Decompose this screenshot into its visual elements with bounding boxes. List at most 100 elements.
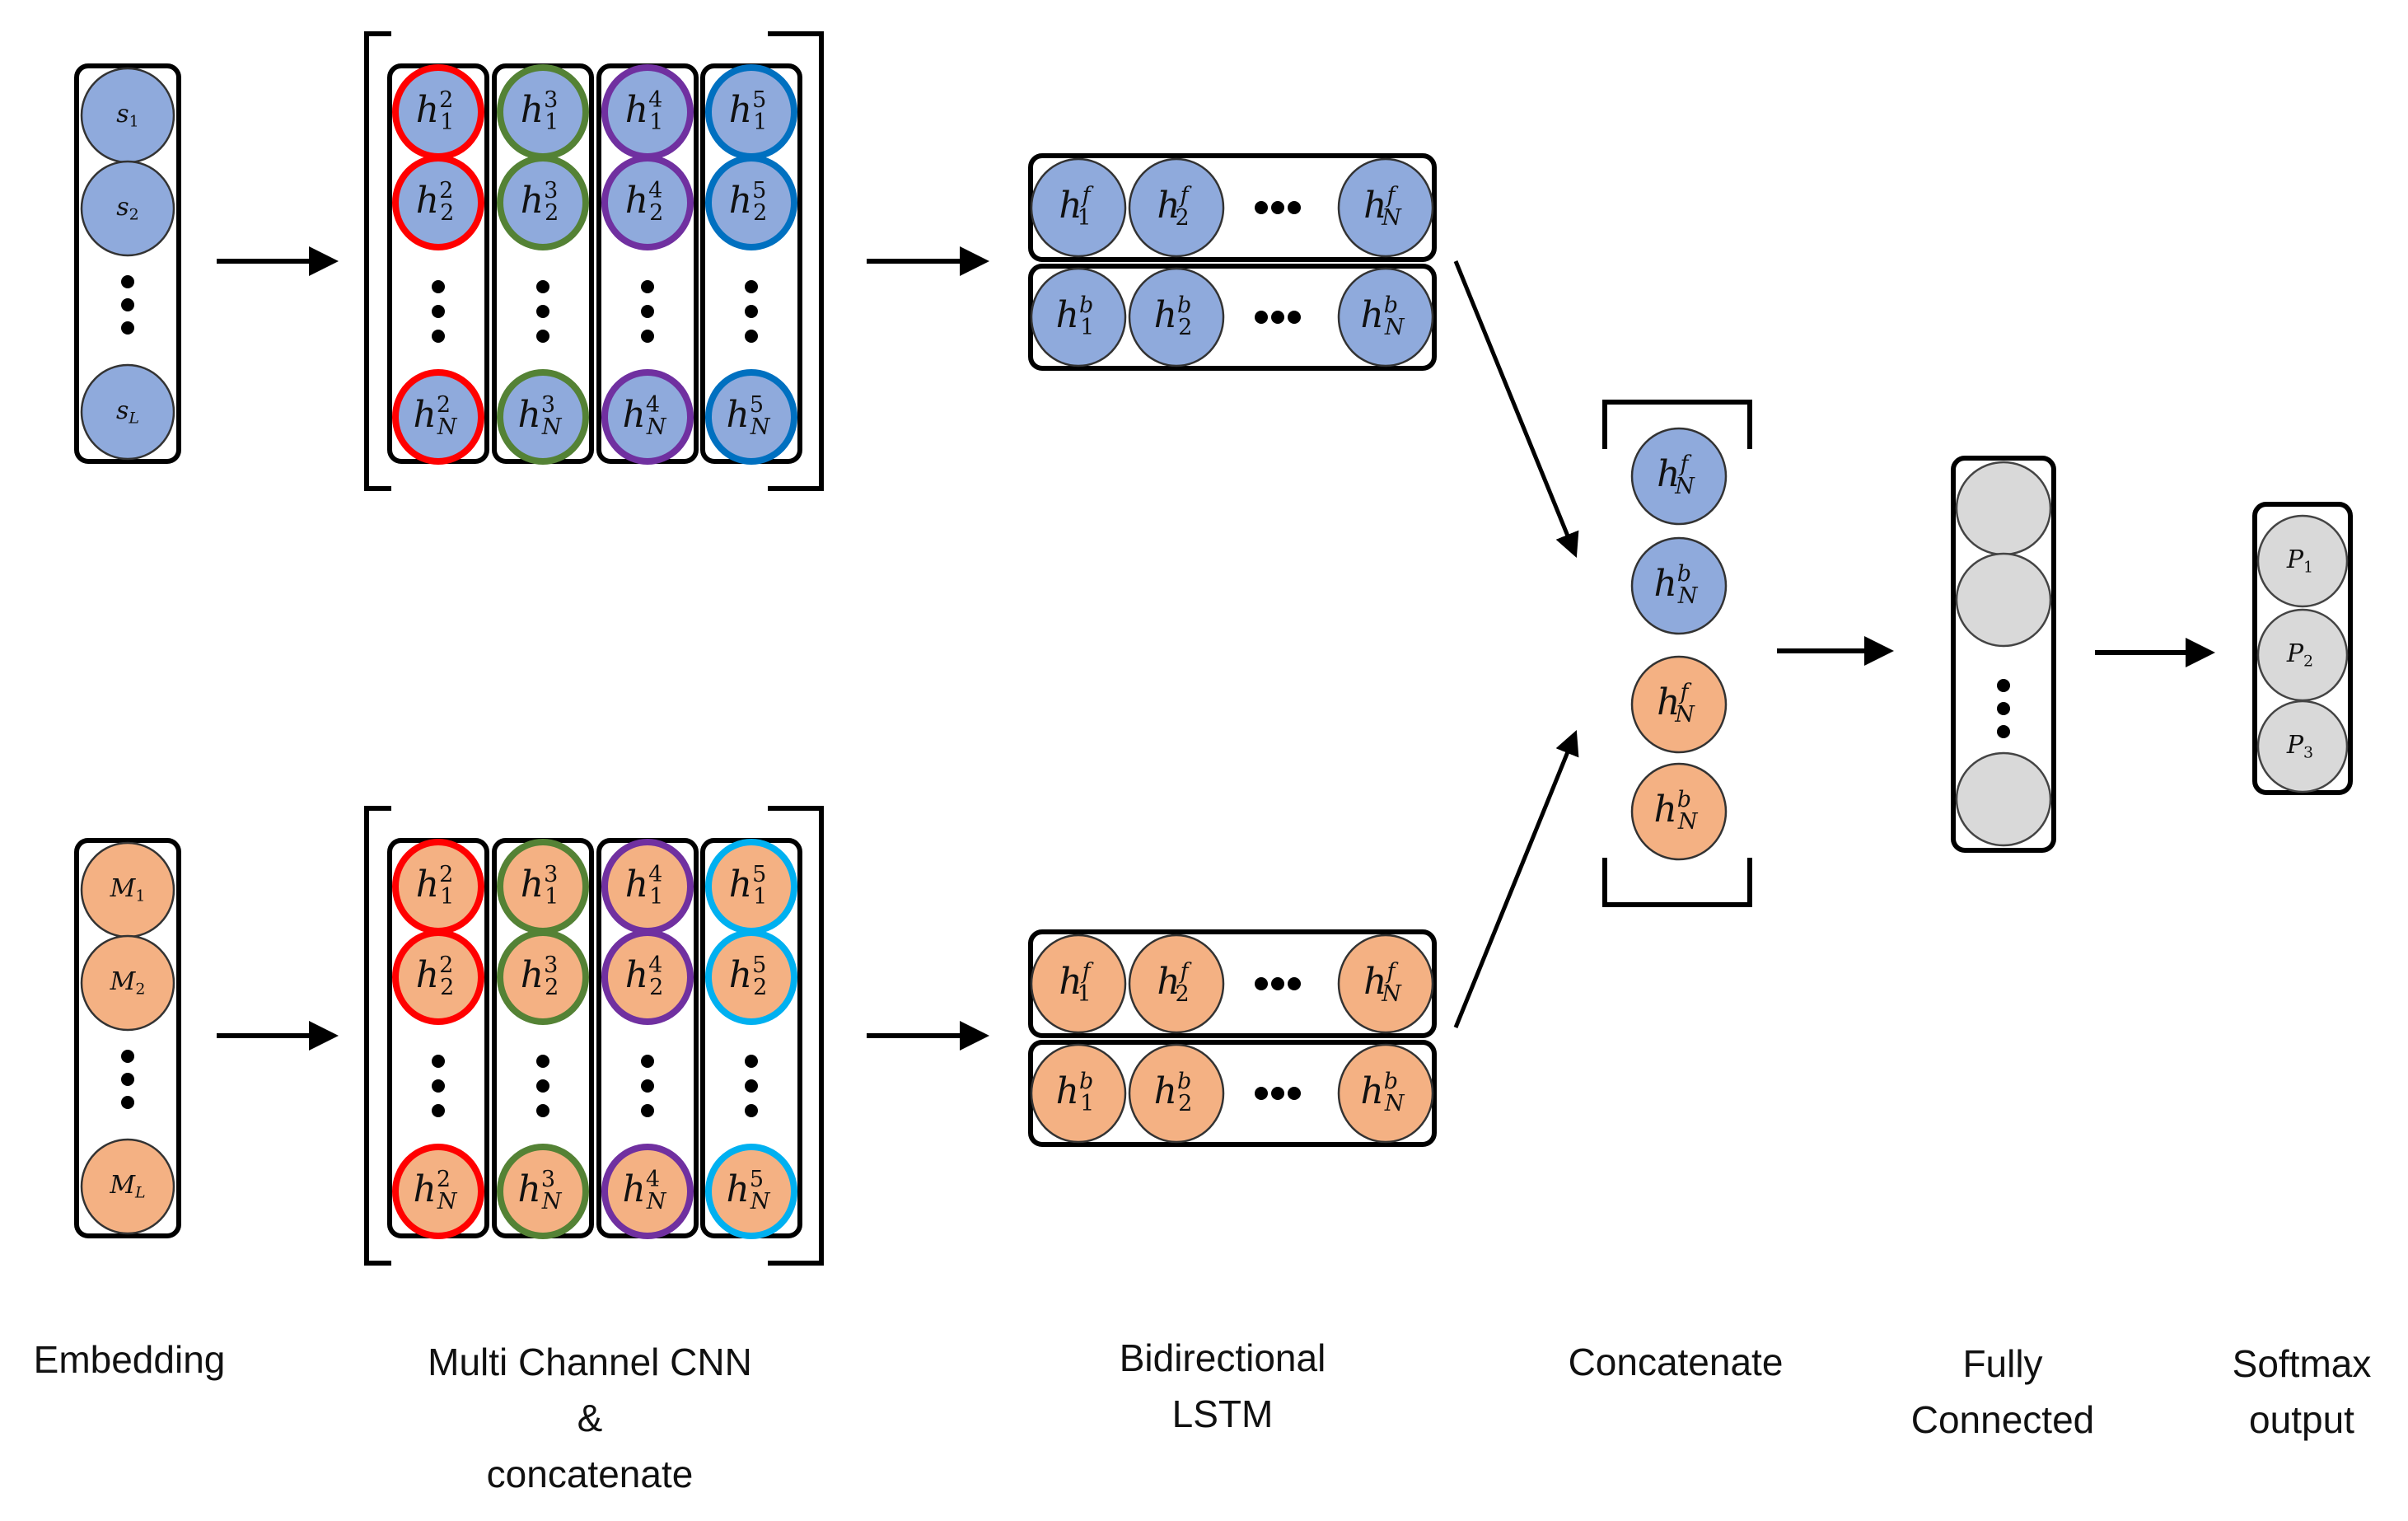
math-base: h (416, 89, 439, 131)
math-sub: N (750, 1189, 771, 1214)
math-sub: 2 (129, 205, 139, 223)
math-sub: 1 (1077, 981, 1091, 1007)
math-base: s (116, 396, 129, 425)
math-sup: 5 (750, 391, 764, 417)
math-base: h (1056, 294, 1079, 336)
embedding-node-label: M2 (110, 967, 146, 998)
math-sub: 1 (753, 110, 767, 135)
math-base: h (1056, 1070, 1079, 1112)
math-base: h (625, 89, 648, 131)
math-sub: N (1381, 981, 1402, 1007)
math-sup: 5 (750, 1166, 764, 1191)
dot (745, 1055, 758, 1068)
label-fully-connected-line-1: Fully (1962, 1342, 2043, 1385)
math-sub: 2 (649, 975, 663, 1000)
fully-connected-node (1955, 751, 2052, 847)
cnn-node (705, 929, 797, 1025)
cnn-node (497, 1144, 589, 1239)
math-sub: 1 (135, 887, 145, 905)
label-cnn: Multi Channel CNN & concatenate (428, 1343, 752, 1511)
math-sup: b (1677, 560, 1691, 586)
dot (1255, 201, 1268, 214)
dot (536, 1079, 549, 1093)
math-sup: 4 (646, 391, 660, 417)
label-embedding: Embedding (34, 1341, 226, 1397)
math-sub: 2 (1175, 981, 1189, 1007)
math-sub: 2 (649, 200, 663, 226)
math-sup: f (1678, 679, 1691, 704)
math-sup: 5 (752, 861, 766, 887)
math-sup: 5 (752, 177, 766, 203)
dot (745, 330, 758, 343)
dot (1997, 702, 2010, 715)
label-softmax-line-1: Softmax (2232, 1342, 2372, 1385)
math-sup: 3 (544, 952, 558, 977)
dot (1288, 977, 1301, 990)
math-sub: N (1384, 315, 1405, 340)
math-sup: f (1081, 958, 1094, 984)
embedding-node (80, 934, 175, 1032)
math-base: h (1154, 1070, 1177, 1112)
dot (1288, 311, 1301, 324)
lstm-node (1030, 157, 1127, 258)
math-sub: 1 (2303, 558, 2313, 576)
cnn-node (392, 1144, 484, 1239)
math-sub: N (646, 414, 667, 440)
dot (536, 1055, 549, 1068)
label-lstm: Bidirectional LSTM (1120, 1339, 1326, 1451)
vertical-ellipsis-icon (745, 280, 758, 343)
math-base: P (2286, 731, 2304, 760)
label-concatenate: Concatenate (1569, 1343, 1784, 1399)
dot (121, 1096, 134, 1109)
dot (745, 305, 758, 318)
math-base: P (2286, 639, 2304, 668)
dot (536, 305, 549, 318)
math-base: s (116, 100, 129, 129)
math-sup: f (1179, 182, 1192, 208)
math-sup: 2 (439, 87, 453, 112)
lstm-node (1030, 934, 1127, 1034)
vertical-ellipsis-icon (641, 280, 654, 343)
math-base: h (414, 394, 437, 436)
math-base: h (1360, 294, 1383, 336)
math-base: h (1059, 185, 1082, 227)
cnn-node (705, 369, 797, 465)
math-sup: f (1081, 182, 1094, 208)
fully-connected-block (1951, 456, 2056, 853)
math-sup: b (1677, 786, 1691, 812)
left-bracket (364, 806, 391, 1266)
math-sub: 1 (129, 112, 139, 130)
concatenate-node (1630, 536, 1728, 635)
math-base: h (414, 1168, 437, 1210)
math-sup: f (1385, 182, 1398, 208)
math-sup: 4 (648, 87, 662, 112)
embedding-node-label: s2 (116, 193, 139, 223)
math-sup: 4 (648, 861, 662, 887)
math-base: h (521, 863, 544, 906)
softmax-node-label: P2 (2286, 639, 2313, 670)
dot (121, 298, 134, 311)
math-base: h (729, 180, 752, 222)
math-base: h (416, 954, 439, 996)
math-sub: N (1674, 474, 1695, 499)
math-sub: 2 (440, 200, 454, 226)
arrow-lstm-top-to-concat (1453, 260, 1579, 558)
